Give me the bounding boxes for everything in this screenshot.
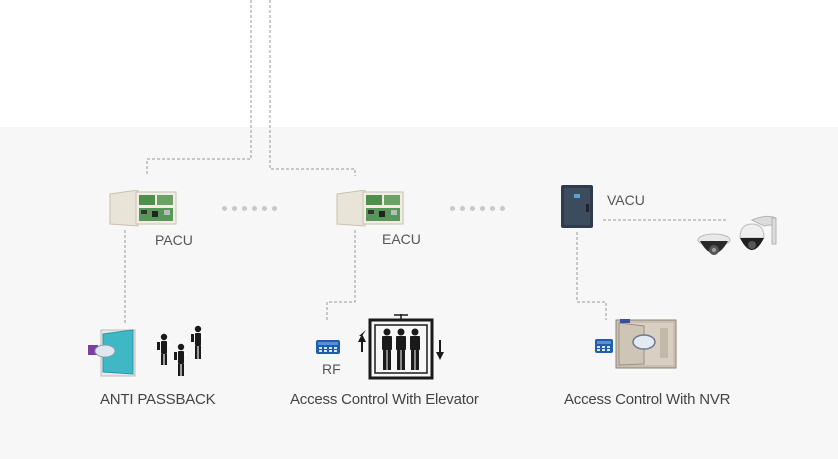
card-reader-icon — [316, 340, 340, 354]
connector-eacu-down — [326, 230, 356, 320]
connector-vacu-down — [576, 232, 607, 320]
elevator-icon — [358, 314, 444, 380]
elevator-caption: Access Control With Elevator — [290, 391, 479, 408]
dome-camera-icon — [697, 233, 731, 255]
nvr-door-icon — [615, 319, 677, 369]
people-icon — [157, 325, 204, 376]
ptz-camera-icon — [739, 215, 777, 250]
eacu-label: EACU — [382, 231, 421, 247]
door-icon — [88, 329, 136, 377]
pacu-label: PACU — [155, 232, 193, 248]
rf-label: RF — [322, 361, 341, 377]
anti-passback-caption: ANTI PASSBACK — [100, 391, 216, 408]
lower-section-background — [0, 127, 838, 459]
vacu-unit-icon — [561, 185, 593, 228]
card-reader-icon — [595, 339, 613, 353]
nvr-caption: Access Control With NVR — [564, 391, 731, 408]
connector-to-pacu — [146, 0, 252, 176]
controller-panel-icon — [109, 190, 177, 227]
connector-to-eacu — [269, 0, 356, 176]
controller-panel-icon — [336, 190, 404, 227]
connection-dots-left — [222, 206, 277, 211]
vacu-label: VACU — [607, 192, 645, 208]
connection-dots-right — [450, 206, 505, 211]
